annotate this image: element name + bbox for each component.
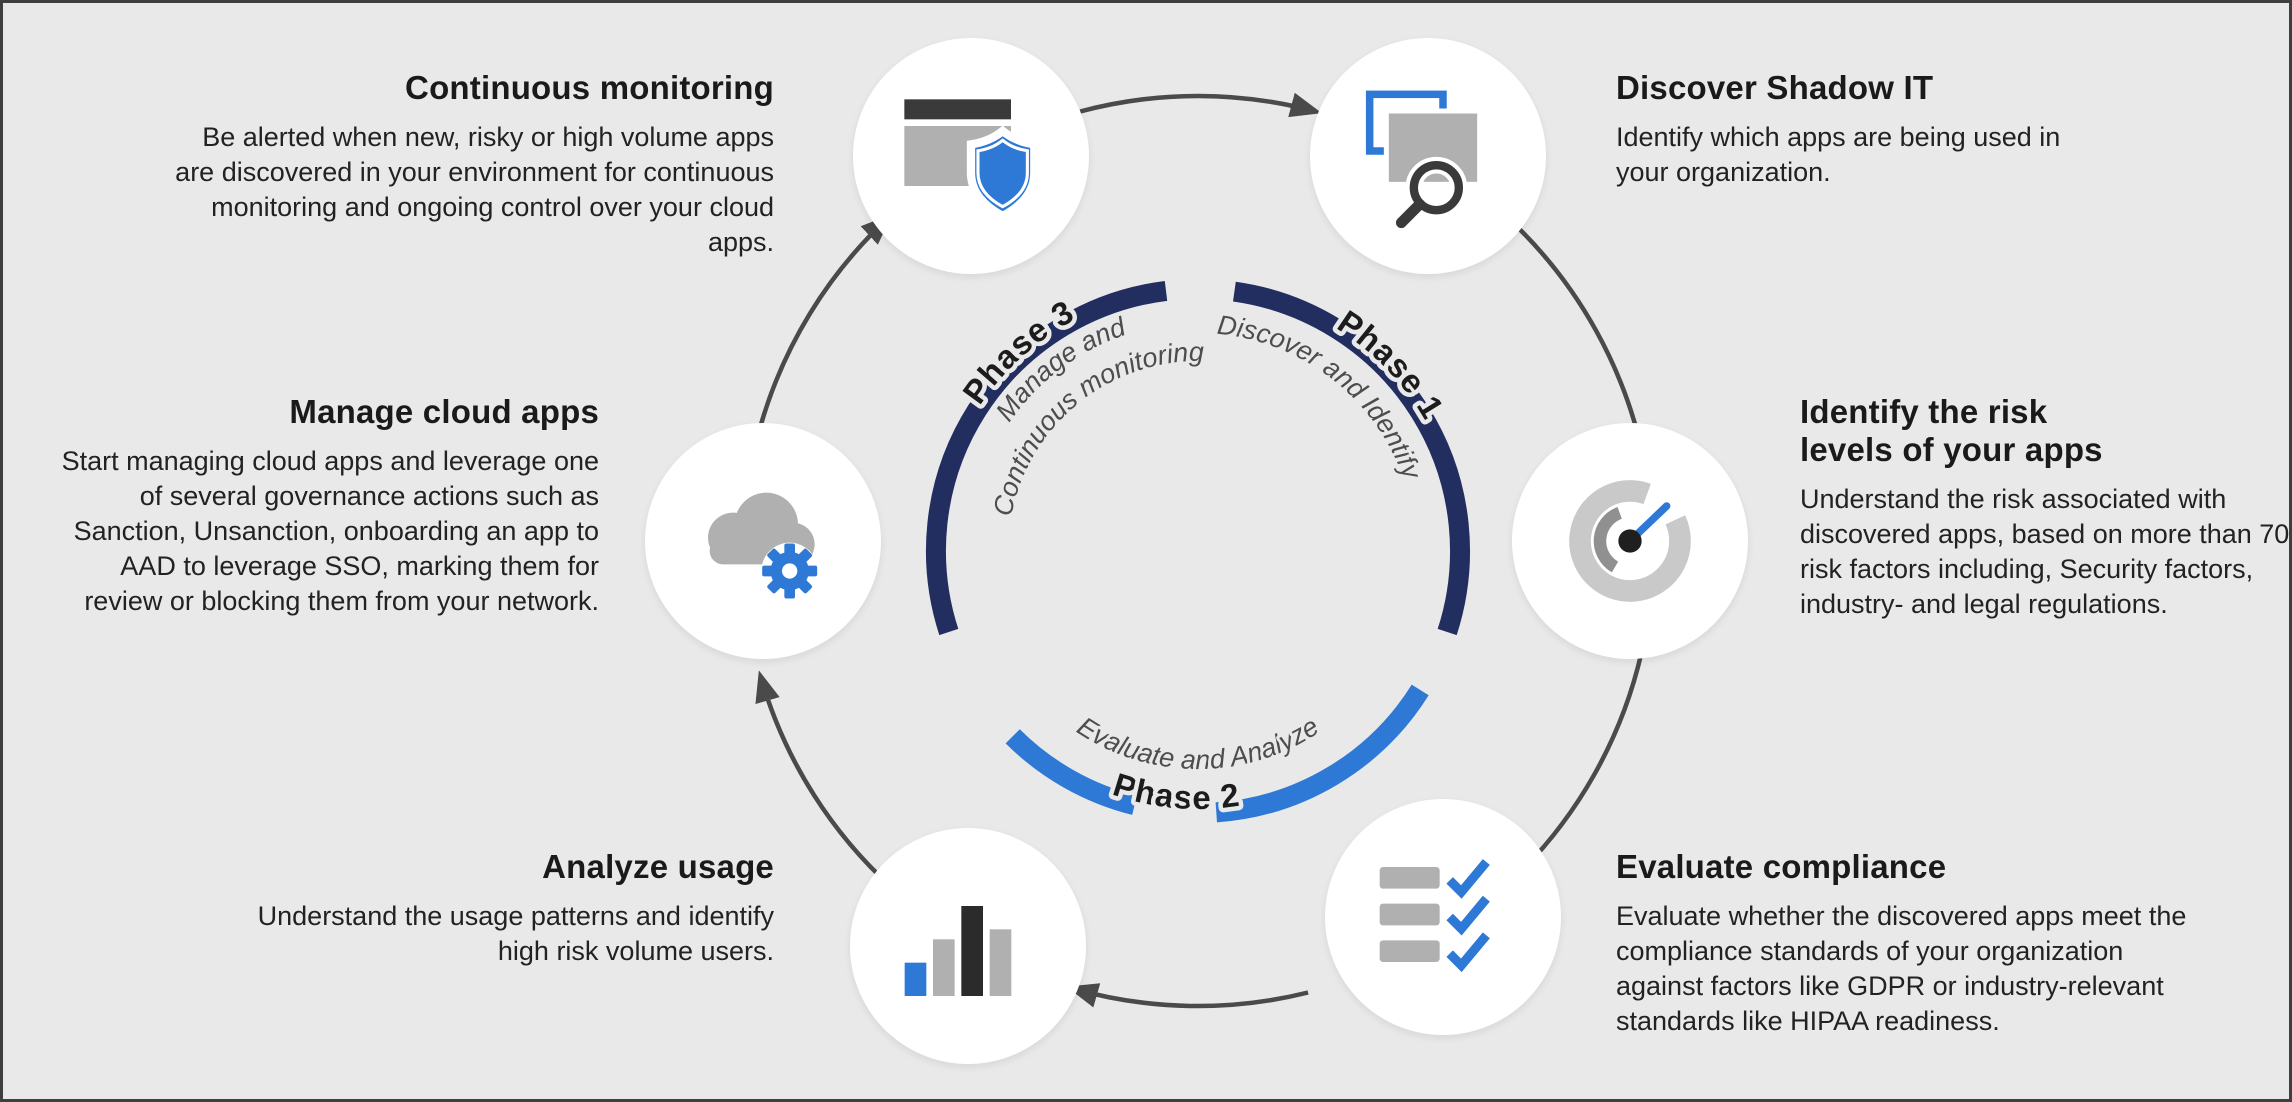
step-description: Start managing cloud apps and leverage o… bbox=[61, 446, 599, 616]
node-identify-risk bbox=[1512, 423, 1748, 659]
arrow-manage-to-monitoring bbox=[758, 214, 893, 427]
bar-chart-icon bbox=[904, 906, 1012, 996]
step-manage-cloud-apps: Manage cloud apps Start managing cloud a… bbox=[39, 393, 599, 619]
step-title: Discover Shadow IT bbox=[1616, 69, 1934, 106]
step-description: Be alerted when new, risky or high volum… bbox=[175, 122, 774, 257]
step-title: Evaluate compliance bbox=[1616, 848, 1947, 885]
phase2-subtitle: Evaluate and Analyze bbox=[1072, 711, 1324, 775]
step-description: Identify which apps are being used in yo… bbox=[1616, 122, 2061, 187]
arrow-monitoring-to-discover bbox=[1079, 92, 1322, 118]
node-manage-cloud-apps bbox=[645, 423, 881, 659]
step-identify-risk: Identify the risk levels of your apps Un… bbox=[1800, 393, 2290, 622]
node-analyze-usage bbox=[850, 828, 1086, 1064]
step-continuous-monitoring: Continuous monitoring Be alerted when ne… bbox=[174, 69, 774, 260]
step-analyze-usage: Analyze usage Understand the usage patte… bbox=[254, 848, 774, 969]
node-continuous-monitoring bbox=[853, 38, 1089, 274]
window-shield-icon bbox=[904, 99, 1039, 221]
gauge-icon bbox=[1569, 480, 1691, 602]
phase1-arc bbox=[1233, 281, 1471, 636]
phase3-arc bbox=[925, 280, 1168, 636]
arrow-compliance-to-usage bbox=[1066, 983, 1309, 1009]
step-description: Evaluate whether the discovered apps mee… bbox=[1616, 901, 2187, 1036]
lifecycle-ring: Phase 1 Discover and Identify Phase 3 Ma… bbox=[755, 92, 1653, 1009]
step-description: Understand the risk associated with disc… bbox=[1800, 484, 2290, 619]
phase2-arc-left bbox=[1005, 729, 1138, 815]
step-title: Continuous monitoring bbox=[405, 69, 774, 106]
cloud-gear-icon bbox=[708, 492, 818, 600]
node-evaluate-compliance bbox=[1325, 799, 1561, 1035]
step-title: Identify the risk levels of your apps bbox=[1800, 393, 2103, 468]
phase1-subtitle-text: Discover and Identify bbox=[1213, 307, 1431, 487]
phase2-arc-right bbox=[1215, 684, 1429, 823]
checklist-icon bbox=[1379, 859, 1490, 973]
step-title: Analyze usage bbox=[542, 848, 774, 885]
step-discover-shadow-it: Discover Shadow IT Identify which apps a… bbox=[1616, 69, 2096, 190]
node-discover-shadow-it bbox=[1310, 38, 1546, 274]
phase1-subtitle: Discover and Identify bbox=[1216, 310, 1428, 484]
step-evaluate-compliance: Evaluate compliance Evaluate whether the… bbox=[1616, 848, 2216, 1039]
phase2-subtitle-text: Evaluate and Analyze bbox=[1069, 708, 1327, 778]
step-title: Manage cloud apps bbox=[289, 393, 599, 430]
arrow-usage-to-manage bbox=[755, 670, 901, 897]
step-description: Understand the usage patterns and identi… bbox=[257, 901, 774, 966]
windows-magnifier-icon bbox=[1365, 90, 1483, 229]
